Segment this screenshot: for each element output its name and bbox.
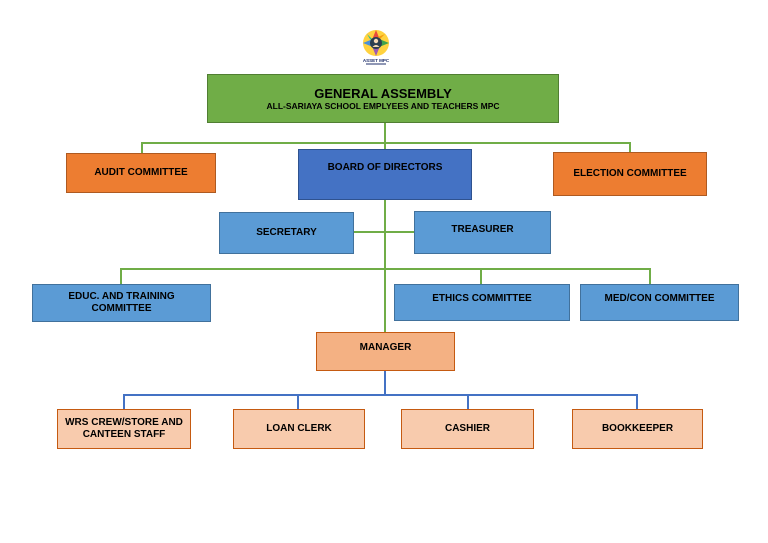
election-committee-box: ELECTION COMMITTEE (553, 152, 707, 196)
board-of-directors-box: BOARD OF DIRECTORS (298, 149, 472, 200)
audit-committee-box: AUDIT COMMITTEE (66, 153, 216, 193)
cooperative-logo: ASSET MPC (363, 30, 390, 65)
connector-election-drop (629, 142, 631, 154)
connector-main-trunk (384, 200, 386, 332)
connector-top-horizontal (141, 142, 631, 144)
board-of-directors-label: BOARD OF DIRECTORS (327, 162, 443, 173)
manager-label: MANAGER (359, 342, 412, 353)
ethics-committee-box: ETHICS COMMITTEE (394, 284, 570, 321)
bookkeeper-box: BOOKKEEPER (572, 409, 703, 449)
medcon-committee-label: MED/CON COMMITTEE (604, 293, 715, 304)
cashier-box: CASHIER (401, 409, 534, 449)
manager-box: MANAGER (316, 332, 455, 371)
connector-ethics-drop (480, 268, 482, 285)
connector-board-drop (384, 142, 386, 150)
connector-manager-down (384, 371, 386, 395)
educ-training-committee-label: EDUC. AND TRAINING COMMITTEE (68, 291, 175, 314)
connector-ga-down (384, 123, 386, 143)
logo-petals-icon (363, 30, 389, 56)
ethics-committee-label: ETHICS COMMITTEE (432, 293, 532, 304)
connector-secretary-treasurer (354, 231, 414, 233)
connector-medcon-drop (649, 268, 651, 285)
cashier-label: CASHIER (444, 423, 490, 434)
treasurer-box: TREASURER (414, 211, 551, 254)
bookkeeper-label: BOOKKEEPER (601, 423, 674, 434)
secretary-label: SECRETARY (256, 227, 317, 238)
connector-bookkeeper-drop (636, 394, 638, 409)
educ-training-committee-box: EDUC. AND TRAINING COMMITTEE (32, 284, 211, 322)
logo-text: ASSET MPC (363, 58, 390, 63)
audit-committee-label: AUDIT COMMITTEE (94, 167, 188, 178)
general-assembly-title: GENERAL ASSEMBLY (314, 85, 452, 101)
connector-loan-drop (297, 394, 299, 409)
election-committee-label: ELECTION COMMITTEE (573, 168, 687, 179)
connector-educ-drop (120, 268, 122, 285)
loan-clerk-box: LOAN CLERK (233, 409, 365, 449)
connector-staff-horizontal (123, 394, 638, 396)
general-assembly-box: GENERAL ASSEMBLY ALL-SARIAYA SCHOOL EMPL… (207, 74, 559, 123)
connector-wrs-drop (123, 394, 125, 409)
connector-cashier-drop (467, 394, 469, 409)
medcon-committee-box: MED/CON COMMITTEE (580, 284, 739, 321)
wrs-crew-box: WRS CREW/STORE AND CANTEEN STAFF (57, 409, 191, 449)
connector-mid-horizontal (120, 268, 651, 270)
wrs-crew-label: WRS CREW/STORE AND CANTEEN STAFF (65, 417, 183, 440)
loan-clerk-label: LOAN CLERK (266, 423, 332, 434)
treasurer-label: TREASURER (451, 224, 514, 235)
general-assembly-subtitle: ALL-SARIAYA SCHOOL EMPLYEES AND TEACHERS… (266, 101, 500, 112)
secretary-box: SECRETARY (219, 212, 354, 254)
connector-audit-drop (141, 142, 143, 154)
